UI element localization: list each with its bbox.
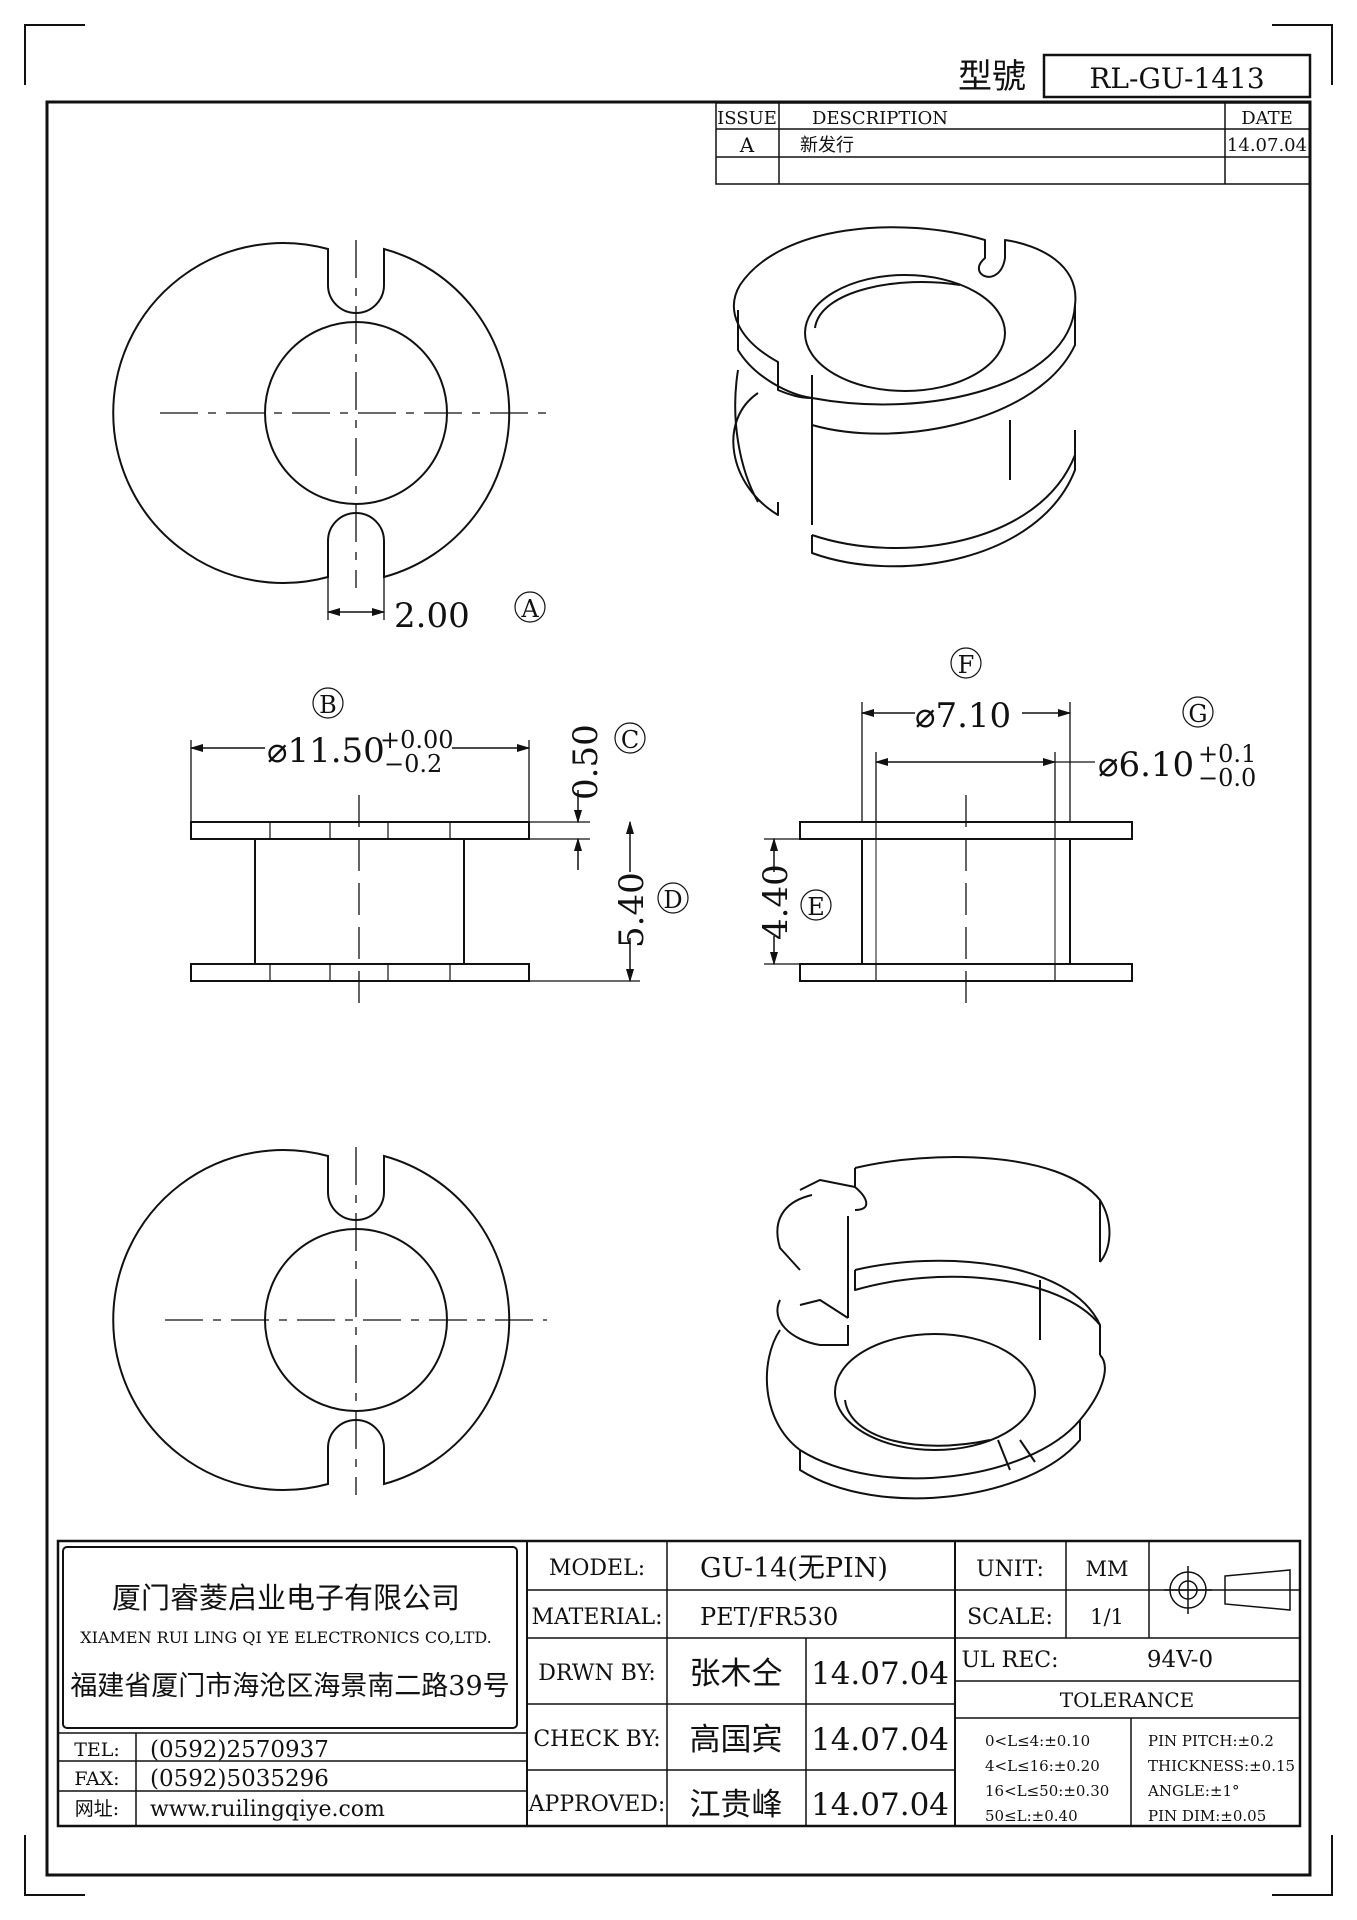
svg-text:E: E: [807, 893, 825, 921]
dim-flange-thickness: 0.50: [566, 724, 606, 800]
callout-c: C: [614, 722, 646, 754]
web-value: www.ruilingqiye.com: [150, 1797, 385, 1822]
fax-label: FAX:: [74, 1768, 119, 1790]
web-label: 网址:: [75, 1798, 119, 1820]
corner-marks: [24, 24, 1333, 1896]
tol-right-1: THICKNESS:±0.15: [1148, 1757, 1295, 1775]
tolerance-label: TOLERANCE: [1060, 1688, 1195, 1712]
rev-header-date: DATE: [1241, 108, 1293, 129]
iso-view-top: [732, 226, 1077, 568]
callout-g: G: [1182, 696, 1214, 728]
tol-left-1: 4<L≤16:±0.20: [985, 1757, 1100, 1775]
company-name-en: XIAMEN RUI LING QI YE ELECTRONICS CO,LTD…: [80, 1628, 492, 1647]
tel-value: (0592)2570937: [150, 1737, 329, 1763]
rev-header-issue: ISSUE: [717, 108, 777, 129]
approved-name: 江贵峰: [690, 1787, 783, 1823]
callout-d: D: [657, 882, 689, 914]
tol-right-3: PIN DIM:±0.05: [1148, 1807, 1266, 1825]
unit-value: MM: [1085, 1557, 1128, 1581]
drawn-name: 张木仝: [690, 1656, 783, 1692]
tol-left-3: 50≤L:±0.40: [985, 1807, 1078, 1825]
tol-right-2: ANGLE:±1°: [1147, 1782, 1240, 1800]
model-label: MODEL:: [549, 1556, 645, 1581]
callout-f: F: [950, 647, 982, 679]
dim-flange-dia: ⌀11.50: [267, 731, 385, 771]
dim-inner-height: 4.40: [756, 864, 796, 940]
company-address: 福建省厦门市海沧区海景南二路39号: [70, 1671, 509, 1702]
dim-flange-tol-minus: −0.2: [384, 750, 442, 778]
revision-table: [715, 102, 1311, 185]
top-view: [112, 240, 552, 620]
side-view-left: [189, 740, 640, 1005]
unit-label: UNIT:: [976, 1557, 1044, 1582]
callout-b: B: [312, 687, 344, 719]
dim-flange-tol-plus: +0.00: [380, 726, 454, 754]
dim-total-height: 5.40: [612, 872, 652, 948]
scale-value: 1/1: [1090, 1605, 1124, 1629]
check-date: 14.07.04: [811, 1722, 949, 1758]
approved-label: APPROVED:: [528, 1792, 666, 1817]
dim-body-inner-tol-minus: −0.0: [1198, 764, 1256, 792]
rev-header-description: DESCRIPTION: [812, 108, 948, 129]
svg-text:D: D: [663, 886, 682, 914]
svg-text:A: A: [520, 595, 539, 623]
dim-body-inner-tol-plus: +0.1: [1198, 740, 1256, 768]
callout-e: E: [800, 889, 832, 921]
scale-label: SCALE:: [967, 1605, 1053, 1630]
dim-body-outer-dia: ⌀7.10: [915, 696, 1011, 736]
rev-row-issue: A: [739, 133, 755, 157]
fax-value: (0592)5035296: [150, 1766, 329, 1792]
model-header-label: 型號: [958, 57, 1026, 97]
dim-slot-width: 2.00: [394, 596, 470, 636]
iso-view-bottom: [765, 1156, 1111, 1500]
callout-a: A: [514, 591, 546, 623]
approved-date: 14.07.04: [811, 1787, 949, 1823]
check-label: CHECK BY:: [533, 1727, 660, 1752]
tel-label: TEL:: [74, 1739, 120, 1761]
check-name: 高国宾: [690, 1722, 783, 1758]
model-header-value: RL-GU-1413: [1089, 62, 1264, 95]
tol-left-2: 16<L≤50:±0.30: [985, 1782, 1109, 1800]
company-name-cn: 厦门睿菱启业电子有限公司: [112, 1581, 460, 1615]
projection-symbol-icon: [1164, 1566, 1291, 1614]
material-label: MATERIAL:: [531, 1605, 662, 1630]
svg-text:B: B: [319, 691, 337, 719]
svg-text:G: G: [1188, 700, 1207, 728]
rev-row-description: 新发行: [800, 135, 854, 156]
model-header: 型號 RL-GU-1413: [958, 53, 1312, 99]
title-block-grid: [56, 1539, 1302, 1828]
tol-right-0: PIN PITCH:±0.2: [1148, 1732, 1274, 1750]
dim-body-inner-dia: ⌀6.10: [1098, 745, 1194, 785]
bottom-view: [112, 1147, 547, 1495]
tol-left-0: 0<L≤4:±0.10: [985, 1732, 1090, 1750]
material-value: PET/FR530: [700, 1603, 838, 1631]
sheet-border: [45, 100, 1312, 1877]
ul-label: UL REC:: [961, 1648, 1058, 1673]
ul-value: 94V-0: [1147, 1647, 1213, 1673]
rev-row-date: 14.07.04: [1227, 135, 1307, 156]
drawn-label: DRWN BY:: [538, 1661, 656, 1686]
svg-text:C: C: [621, 726, 639, 754]
model-value: GU-14(无PIN): [700, 1553, 888, 1584]
side-view-right: [764, 702, 1133, 1005]
drawn-date: 14.07.04: [811, 1656, 949, 1692]
svg-text:F: F: [958, 651, 975, 679]
